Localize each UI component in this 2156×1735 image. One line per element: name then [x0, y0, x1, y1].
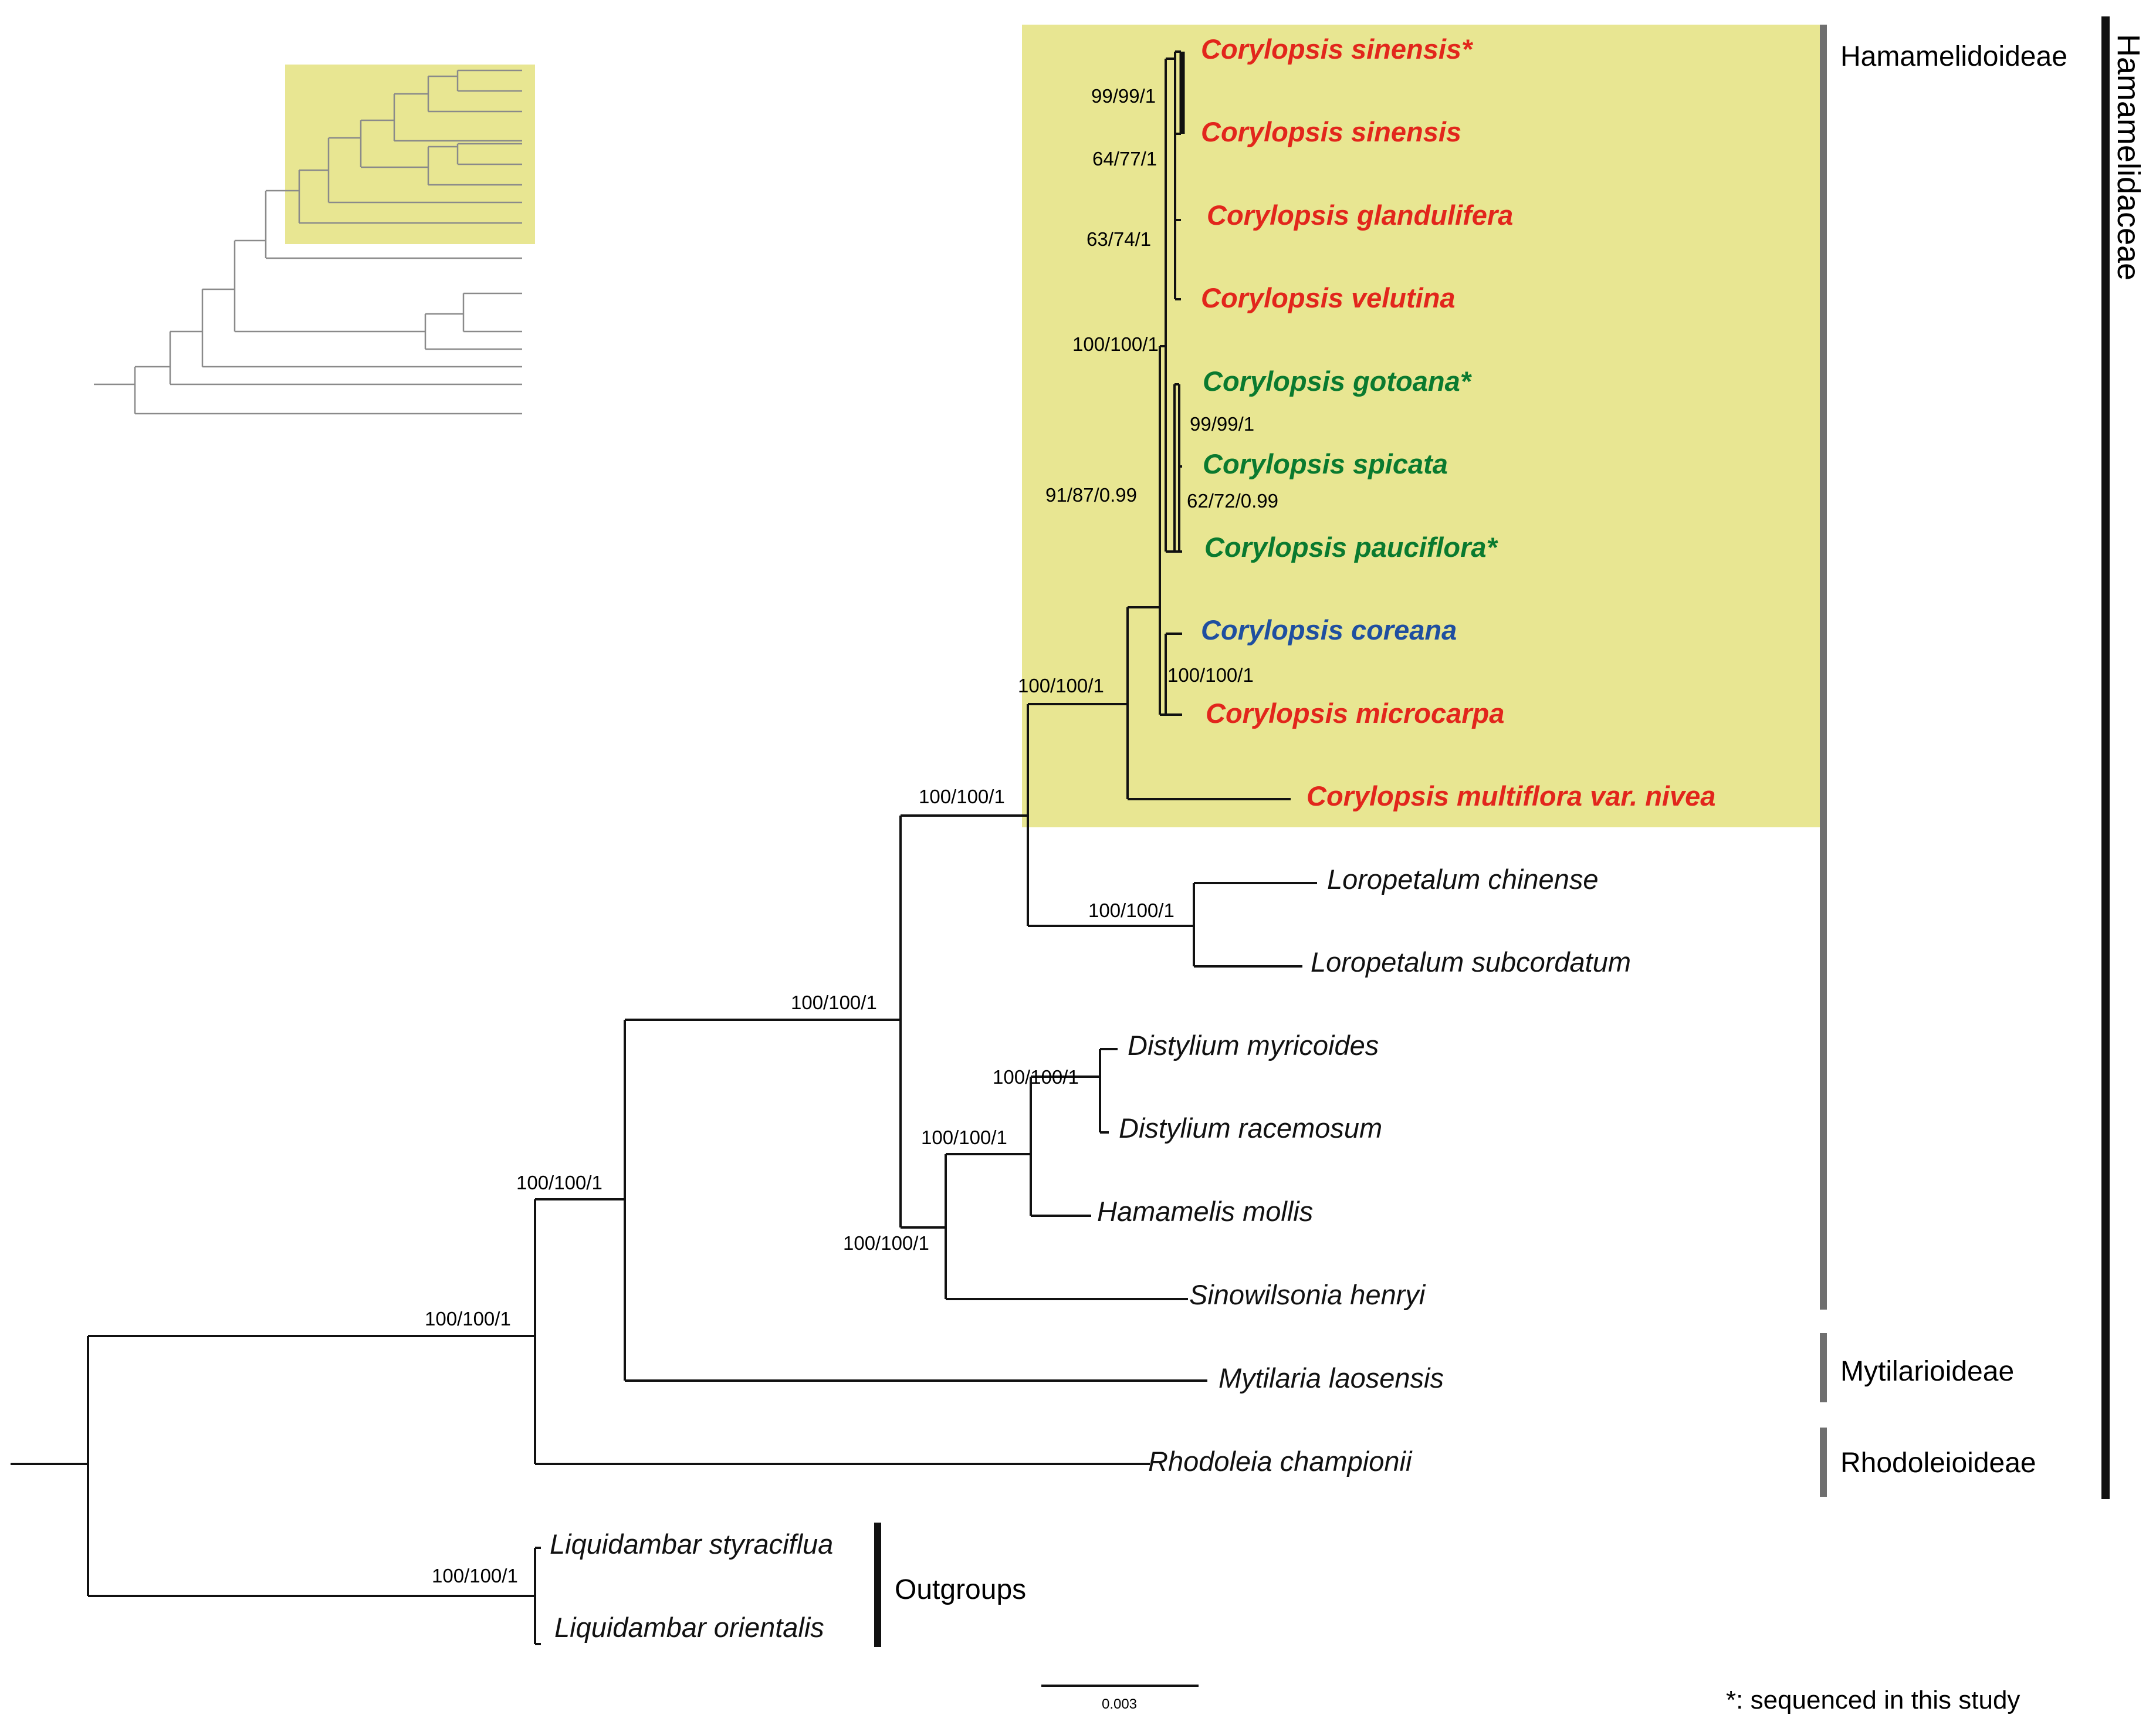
- clade-label-outgroups: Outgroups: [895, 1574, 1026, 1605]
- support-value: 100/100/1: [791, 992, 877, 1013]
- hamamelidaceae-bar: [2101, 16, 2110, 1499]
- scale-bar-value: 0.003: [1102, 1696, 1137, 1712]
- support-value: 99/99/1: [1091, 85, 1156, 107]
- clade-label-mytilarioideae: Mytilarioideae: [1840, 1356, 2014, 1387]
- tree-branches: [11, 50, 1317, 1645]
- taxon-corylopsis-velutina: Corylopsis velutina: [1201, 282, 1456, 313]
- support-value: 91/87/0.99: [1045, 484, 1137, 506]
- support-value: 100/100/1: [1018, 675, 1104, 696]
- taxon-liquidambar-styraciflua: Liquidambar styraciflua: [550, 1528, 833, 1560]
- mytilarioideae-bar: [1820, 1333, 1827, 1402]
- support-value: 100/100/1: [1072, 333, 1159, 355]
- taxon-corylopsis-coreana: Corylopsis coreana: [1201, 614, 1457, 645]
- support-value: 100/100/1: [1088, 899, 1175, 921]
- taxon-loropetalum-chinense: Loropetalum chinense: [1327, 864, 1598, 895]
- support-value: 100/100/1: [919, 786, 1005, 807]
- corylopsis-highlight: [1022, 25, 1826, 827]
- taxon-sinowilsonia-henryi: Sinowilsonia henryi: [1189, 1279, 1426, 1310]
- support-value: 100/100/1: [425, 1308, 511, 1330]
- support-value: 100/100/1: [432, 1565, 518, 1587]
- support-value: 100/100/1: [1167, 664, 1254, 686]
- footnote: *: sequenced in this study: [1726, 1686, 2020, 1714]
- support-value: 64/77/1: [1092, 148, 1157, 170]
- support-values: 99/99/1 64/77/1 63/74/1 100/100/1 99/99/…: [425, 85, 1278, 1587]
- taxon-distylium-myricoides: Distylium myricoides: [1128, 1030, 1379, 1061]
- support-value: 63/74/1: [1087, 228, 1151, 250]
- support-value: 100/100/1: [516, 1172, 603, 1193]
- taxon-loropetalum-subcordatum: Loropetalum subcordatum: [1311, 946, 1631, 978]
- taxon-hamamelis-mollis: Hamamelis mollis: [1097, 1196, 1313, 1227]
- taxon-corylopsis-sinensis: Corylopsis sinensis: [1201, 116, 1461, 147]
- hamamelidoideae-bar: [1820, 25, 1827, 1310]
- outgroups-bar: [874, 1523, 881, 1647]
- taxon-labels: Corylopsis sinensis* Corylopsis sinensis…: [550, 33, 1715, 1643]
- taxon-mytilaria-laosensis: Mytilaria laosensis: [1219, 1362, 1444, 1394]
- taxon-corylopsis-microcarpa: Corylopsis microcarpa: [1206, 698, 1504, 729]
- support-value: 100/100/1: [921, 1127, 1007, 1148]
- family-label-hamamelidaceae: Hamamelidaceae: [2111, 34, 2146, 280]
- taxon-liquidambar-orientalis: Liquidambar orientalis: [554, 1612, 824, 1643]
- support-value: 100/100/1: [843, 1232, 929, 1254]
- clade-label-rhodoleioideae: Rhodoleioideae: [1840, 1447, 2036, 1479]
- support-value: 99/99/1: [1190, 413, 1254, 435]
- inset-overview-tree: [94, 65, 535, 415]
- taxon-rhodoleia-championii: Rhodoleia championii: [1148, 1446, 1413, 1477]
- support-value: 62/72/0.99: [1187, 490, 1278, 512]
- scale-bar: 0.003: [1041, 1685, 1199, 1712]
- taxon-corylopsis-multiflora: Corylopsis multiflora var. nivea: [1307, 780, 1715, 811]
- taxon-corylopsis-sinensis-new: Corylopsis sinensis*: [1201, 33, 1474, 65]
- rhodoleioideae-bar: [1820, 1428, 1827, 1497]
- clade-label-hamamelidoideae: Hamamelidoideae: [1840, 41, 2067, 72]
- support-value: 100/100/1: [993, 1066, 1079, 1088]
- taxon-corylopsis-pauciflora-new: Corylopsis pauciflora*: [1204, 532, 1499, 563]
- taxon-distylium-racemosum: Distylium racemosum: [1119, 1112, 1382, 1144]
- taxon-corylopsis-gotoana-new: Corylopsis gotoana*: [1203, 366, 1473, 397]
- clade-annotations: Hamamelidoideae Mytilarioideae Rhodoleio…: [874, 16, 2146, 1647]
- taxon-corylopsis-glandulifera: Corylopsis glandulifera: [1207, 199, 1513, 231]
- taxon-corylopsis-spicata: Corylopsis spicata: [1203, 448, 1448, 479]
